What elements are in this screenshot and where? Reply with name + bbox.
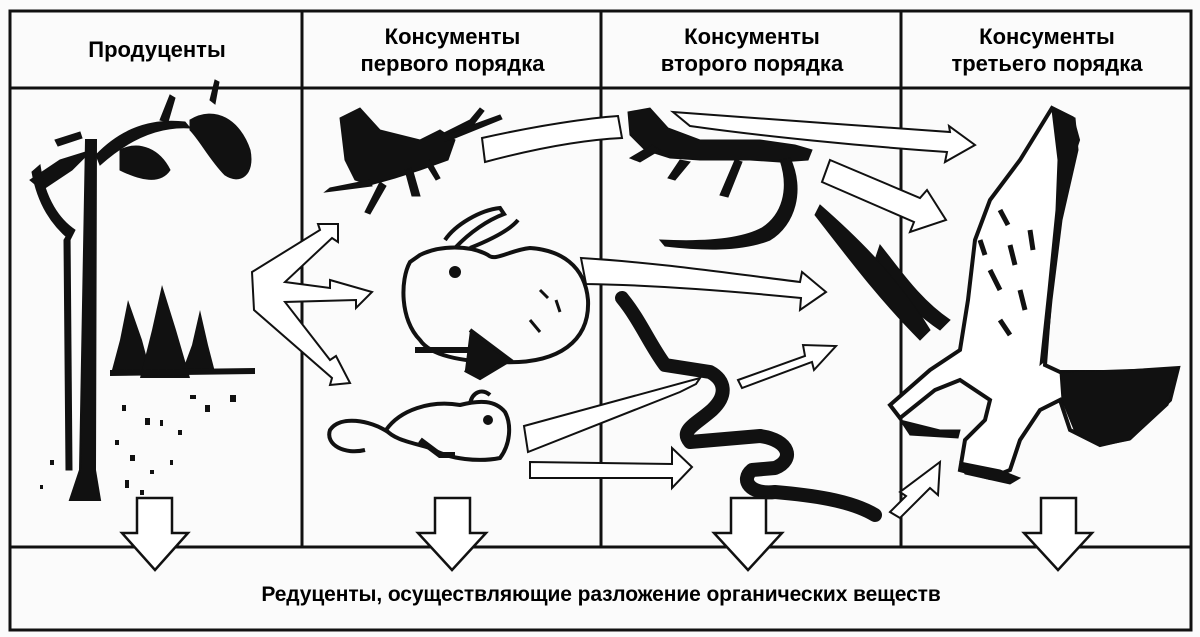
column-header-consumers-1-line1: Консументы xyxy=(384,23,521,49)
column-header-consumers-1-line2: первого порядка xyxy=(360,50,545,76)
grass-icon xyxy=(40,395,236,495)
mouse-icon xyxy=(327,389,512,462)
consumers3-to-reducers-arrow xyxy=(1021,496,1095,572)
rabbit-icon xyxy=(401,205,591,381)
grasshopper-icon xyxy=(323,107,503,215)
column-header-consumers-2-line1: Консументы xyxy=(684,23,820,49)
column-header-producers-label: Продуценты xyxy=(88,37,226,62)
fir-trees-icon xyxy=(110,285,255,378)
column-header-consumers-3-line1: Консументы xyxy=(979,23,1115,49)
lizard-to-hawk-arrow-lower xyxy=(820,158,948,234)
producer-to-consumers-arrow xyxy=(250,223,374,387)
producers-to-reducers-arrow xyxy=(119,496,191,572)
rabbit-to-hawk-arrow xyxy=(579,256,828,313)
column-header-producers: Продуценты xyxy=(12,12,302,87)
column-header-consumers-3-line2: третьего порядка xyxy=(951,50,1143,76)
column-header-consumers-2: Консументы второго порядка xyxy=(603,12,901,87)
table-grid xyxy=(8,9,1193,632)
down-arrows xyxy=(119,496,1095,572)
snake-icon xyxy=(615,291,882,522)
snake-to-hawk-arrow-lower xyxy=(888,459,942,520)
column-header-consumers-3: Консументы третьего порядка xyxy=(903,12,1191,87)
grasshopper-to-lizard-arrow xyxy=(480,114,624,164)
mouse-to-snake-arrow-lower xyxy=(529,445,694,491)
snake-to-hawk-arrow-upper xyxy=(736,343,839,390)
consumers2-to-reducers-arrow xyxy=(711,496,785,572)
mouse-to-snake-arrow-upper xyxy=(522,376,703,454)
column-header-consumers-1: Консументы первого порядка xyxy=(304,12,601,87)
tree-icon xyxy=(29,79,252,501)
lizard-icon xyxy=(627,107,813,250)
consumers1-to-reducers-arrow xyxy=(415,496,489,572)
reducers-label: Редуценты, осуществляющие разложение орг… xyxy=(261,583,941,606)
hawk-icon xyxy=(814,105,1181,485)
lizard-to-hawk-arrow-upper xyxy=(669,110,977,164)
column-header-consumers-2-line2: второго порядка xyxy=(660,50,844,76)
